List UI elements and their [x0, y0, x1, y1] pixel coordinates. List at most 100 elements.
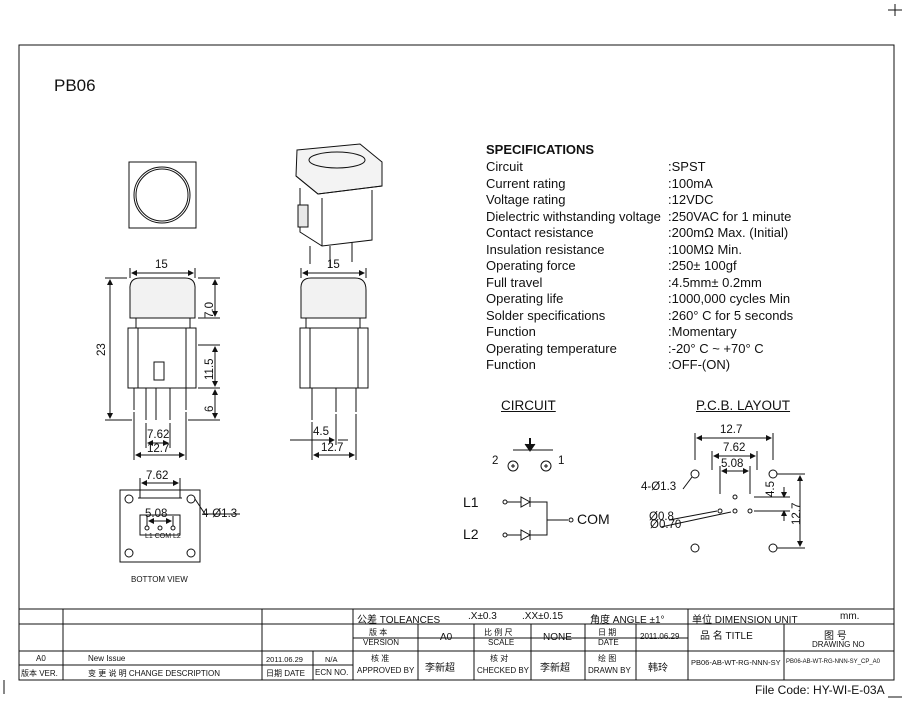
specifications-heading: SPECIFICATIONS [486, 142, 595, 157]
pcb-hole-4-1-3: 4-Ø1.3 [641, 481, 677, 493]
spec-label: Dielectric withstanding voltage [486, 208, 661, 224]
version-en: VERSION [363, 638, 400, 647]
side-view [299, 277, 369, 420]
side-view-dimensions [290, 268, 367, 460]
checked-name: 李新超 [540, 663, 570, 674]
angle-tolerance: 角度 ANGLE ±1° [590, 615, 665, 626]
circuit-l2-label: L2 [463, 526, 479, 542]
checked-en: CHECKED BY [477, 666, 530, 675]
bottom-view-label: BOTTOM VIEW [131, 575, 188, 584]
bottom-view [119, 489, 201, 563]
front-dim-11-5: 11.5 [204, 358, 216, 380]
circuit-pin-1-label: 1 [558, 455, 565, 467]
tolerance-label: 公差 TOLEANCES [357, 615, 441, 626]
header-version: 版本 VER. [21, 669, 58, 678]
spec-value: :250VAC for 1 minute [668, 208, 792, 224]
tolerance-xx: .XX±0.15 [522, 611, 564, 622]
spec-value: :100mA [668, 175, 713, 191]
approved-name: 李新超 [425, 663, 455, 674]
bottom-dim-5-08: 5.08 [145, 508, 168, 520]
pcb-hole-0-8: Ø0.8 [649, 511, 674, 523]
bottom-view-dimensions [139, 478, 240, 526]
spec-value: :SPST [668, 159, 706, 174]
spec-value: :-20° C ~ +70° C [668, 340, 764, 356]
version-cn: 版 本 [369, 628, 388, 637]
circuit-heading: CIRCUIT [501, 398, 556, 413]
title-value: PB06-AB-WT-RG-NNN-SY [691, 658, 781, 667]
date-value: 2011.06.29 [640, 632, 680, 641]
front-view [127, 277, 197, 420]
title-label: 品 名 TITLE [700, 631, 753, 642]
bottom-dim-7-62: 7.62 [146, 470, 169, 482]
front-dim-7-62: 7.62 [147, 429, 170, 441]
spec-value: :Momentary [668, 324, 737, 339]
header-date: 日期 DATE [266, 669, 305, 678]
side-dim-4-5: 4.5 [313, 426, 329, 438]
drawn-name: 韩玲 [648, 663, 668, 674]
title-block [18, 608, 895, 681]
revision-description: New Issue [88, 654, 126, 663]
circuit-com-label: COM [577, 511, 610, 527]
pcb-layout-heading: P.C.B. LAYOUT [696, 398, 791, 413]
spec-label: Function [486, 324, 536, 339]
date-en: DATE [598, 638, 619, 647]
header-ecn: ECN NO. [315, 668, 349, 677]
version-value: A0 [440, 632, 453, 643]
sheet-border [18, 44, 895, 681]
drawing-no-value: PB06-AB-WT-RG-NNN-SY_CP_A0 [786, 659, 881, 665]
side-dim-15: 15 [327, 259, 340, 271]
front-dim-23: 23 [96, 343, 108, 356]
spec-label: Solder specifications [486, 307, 606, 323]
pcb-layout [660, 433, 805, 553]
spec-label: Operating life [486, 291, 564, 306]
file-code: File Code: HY-WI-E-03A [755, 683, 885, 697]
spec-label: Voltage rating [486, 192, 566, 207]
drawing-no-cn: 图 号 [824, 631, 847, 642]
scale-value: NONE [543, 632, 572, 643]
spec-value: :4.5mm± 0.2mm [668, 274, 762, 290]
spec-label: Contact resistance [486, 225, 594, 240]
revision-ecn: N/A [325, 655, 338, 664]
revision-value: A0 [36, 654, 46, 663]
side-dim-12-7: 12.7 [321, 442, 344, 454]
unit-label: 单位 DIMENSION UNIT [692, 615, 798, 626]
circuit-diagram [502, 438, 574, 541]
pcb-dim-12-7-top: 12.7 [720, 424, 743, 436]
date-cn: 日 期 [598, 628, 617, 637]
spec-value: :260° C for 5 seconds [668, 307, 794, 323]
part-number-title: PB06 [54, 76, 96, 95]
front-dim-6: 6 [204, 405, 216, 412]
spec-label: Circuit [486, 159, 523, 174]
spec-label: Full travel [486, 274, 543, 290]
spec-value: :1000,000 cycles Min [668, 291, 791, 306]
front-dim-15: 15 [155, 259, 168, 271]
header-description: 变 更 说 明 CHANGE DESCRIPTION [88, 669, 221, 678]
pcb-dim-4-5: 4.5 [765, 481, 777, 497]
front-view-dimensions [105, 268, 220, 460]
front-dim-7-0: 7.0 [204, 302, 216, 318]
front-dim-12-7: 12.7 [147, 443, 170, 455]
revision-date: 2011.06.29 [266, 655, 303, 664]
pcb-dim-12-7-side: 12.7 [791, 502, 803, 525]
bottom-pin-labels: L1 COM L2 [145, 533, 181, 540]
spec-label: Operating force [486, 258, 576, 273]
spec-label: Function [486, 357, 536, 372]
spec-value: :200mΩ Max. (Initial) [668, 225, 789, 240]
unit-value: mm. [840, 611, 860, 622]
checked-cn: 核 对 [490, 654, 509, 663]
spec-label: Current rating [486, 175, 566, 191]
drawn-cn: 绘 图 [598, 654, 617, 663]
spec-label: Insulation resistance [486, 241, 605, 257]
pcb-dim-7-62: 7.62 [723, 442, 746, 454]
approved-en: APPROVED BY [357, 666, 415, 675]
spec-value: :250± 100gf [668, 258, 737, 273]
spec-value: :12VDC [668, 192, 714, 207]
drawing-no-en: DRAWING NO [812, 640, 865, 649]
isometric-view [295, 143, 383, 268]
drawn-en: DRAWN BY [588, 666, 631, 675]
tolerance-x: .X±0.3 [468, 611, 497, 622]
circuit-pin-2-label: 2 [492, 455, 499, 467]
pcb-dim-5-08: 5.08 [721, 458, 744, 470]
scale-en: SCALE [488, 638, 515, 647]
